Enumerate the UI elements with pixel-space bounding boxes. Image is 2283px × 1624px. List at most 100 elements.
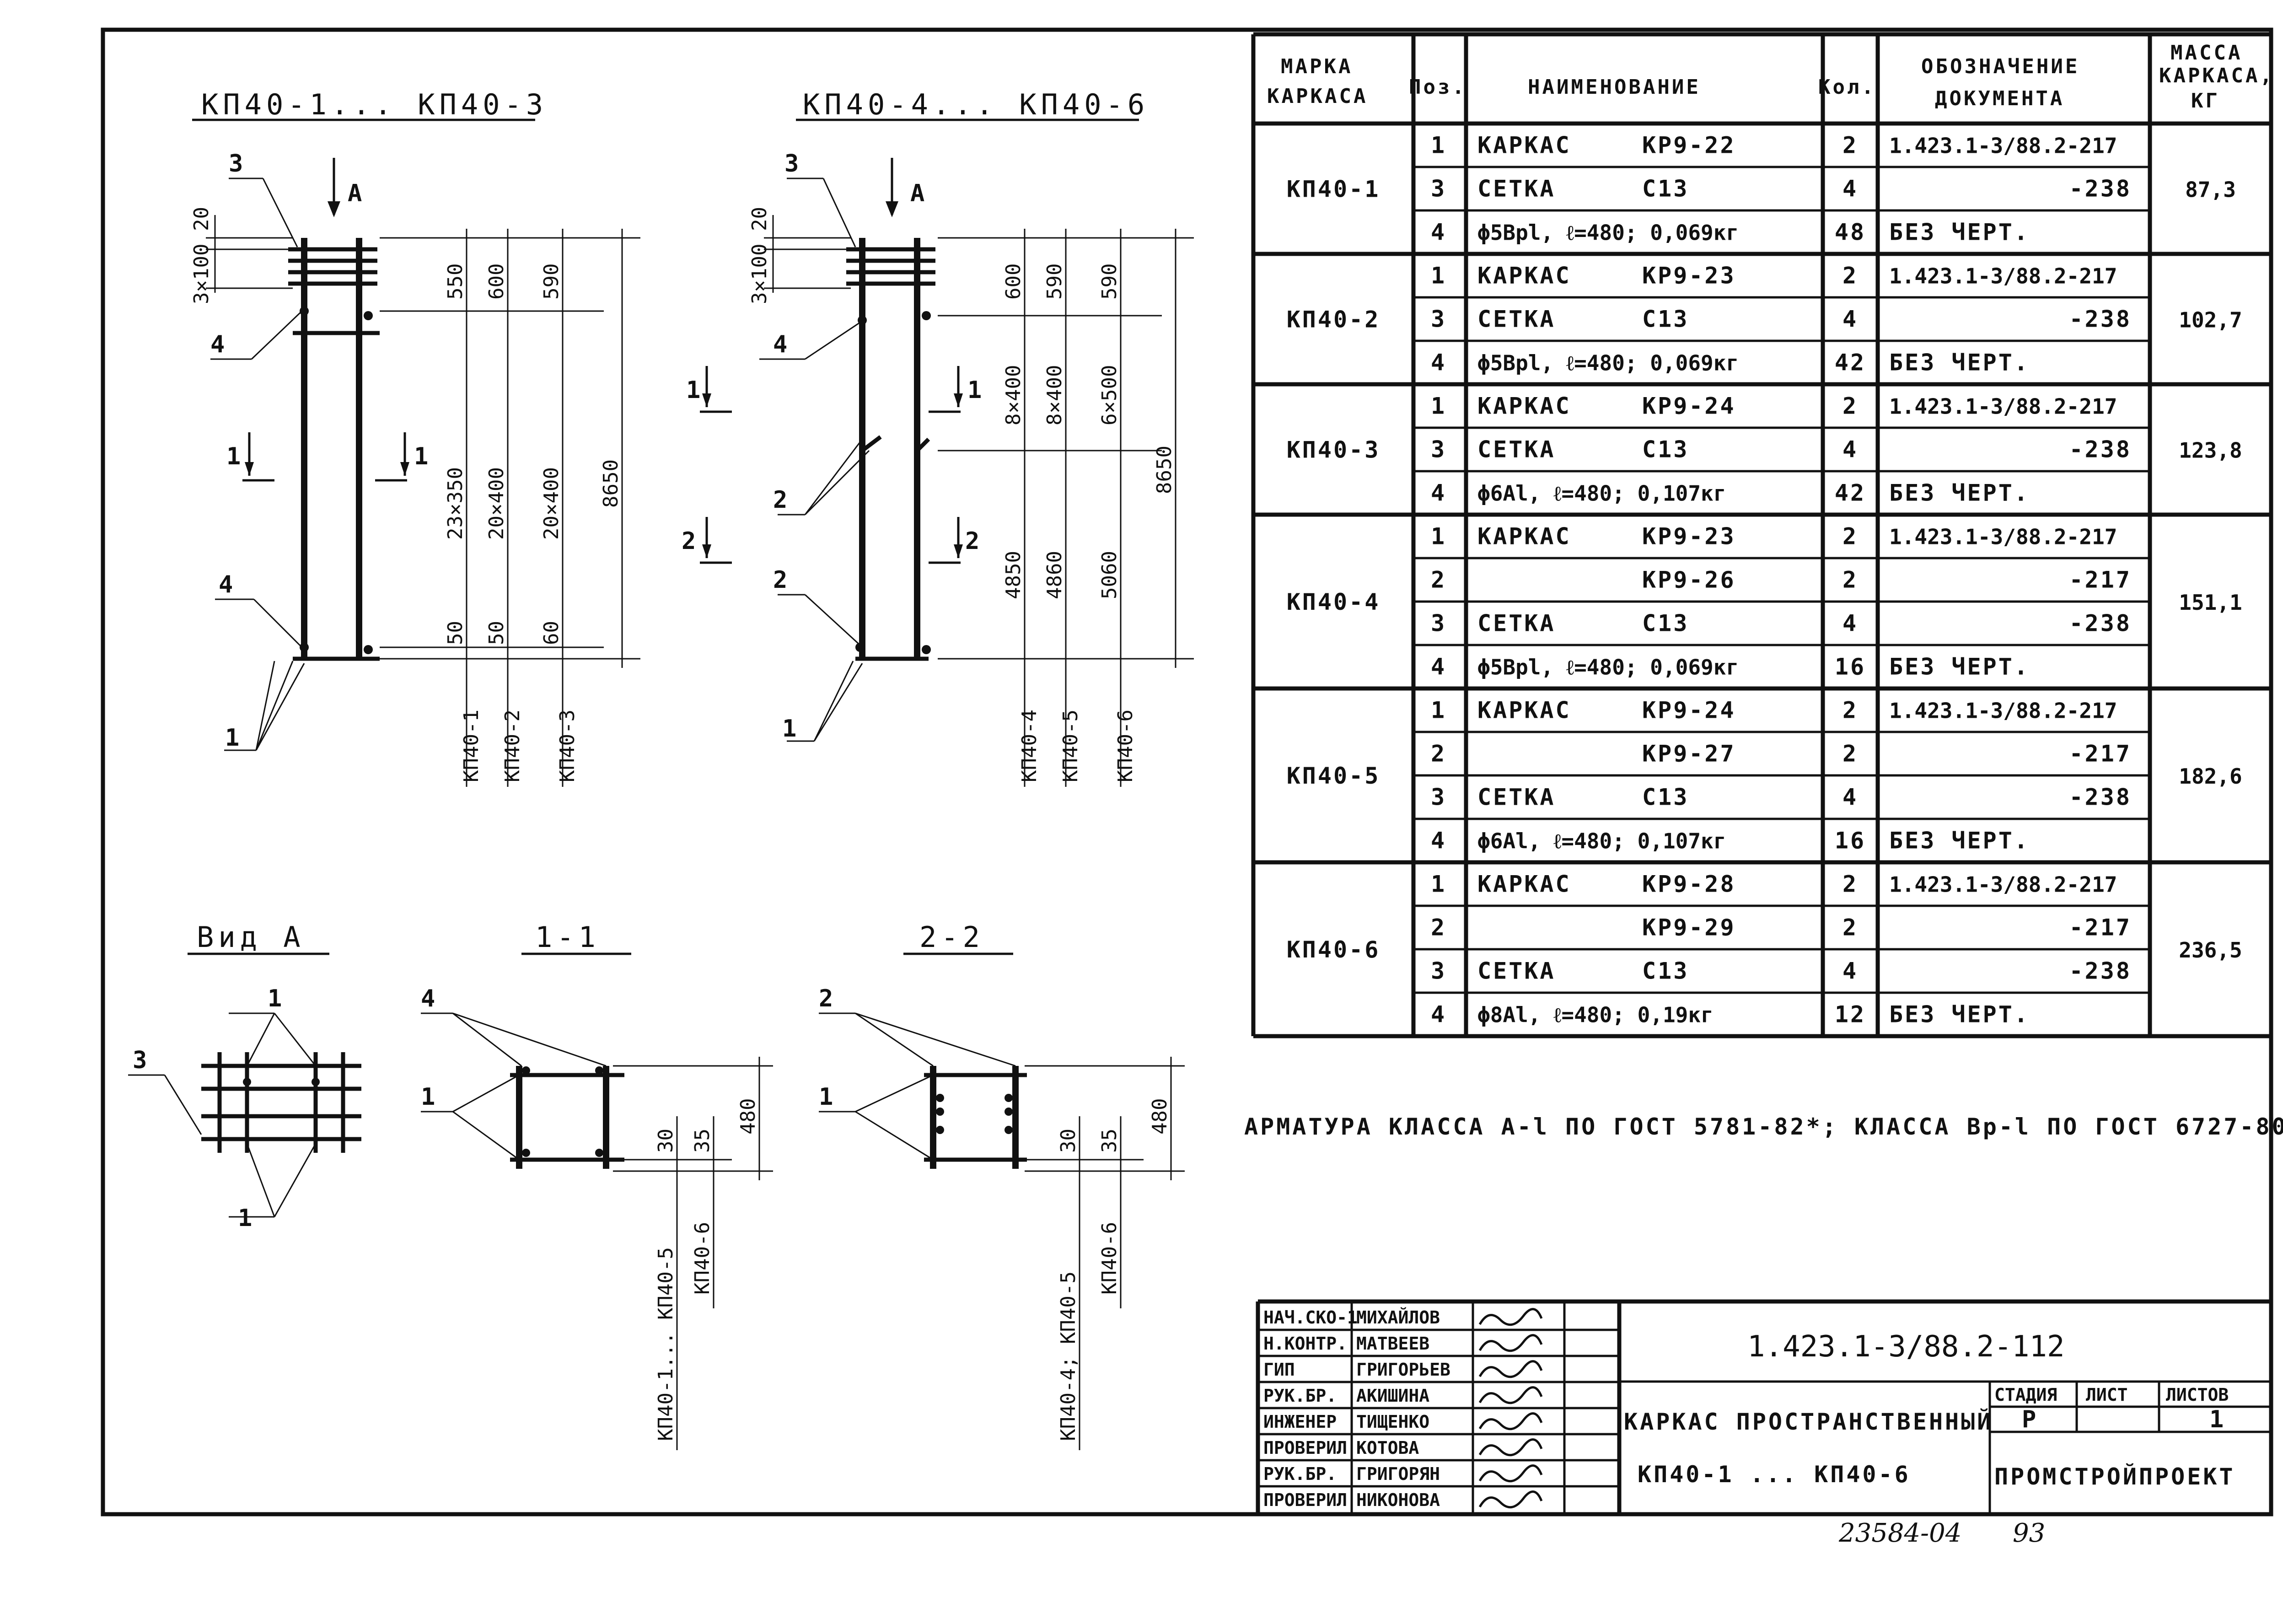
s22-callout-1: 1 [819, 1083, 833, 1111]
row-qty: 42 [1835, 480, 1866, 506]
row-doc: -238 [2069, 306, 2132, 333]
row-pos: 2 [1431, 741, 1446, 767]
row-qty: 2 [1843, 741, 1858, 767]
row-name: КАРКАС [1477, 523, 1571, 550]
signature [1478, 1412, 1543, 1430]
row-name: СЕТКА [1477, 436, 1556, 463]
stamp-role: НАЧ.СКО-1 [1263, 1307, 1358, 1328]
th-mass-2: КАРКАСА, [2159, 64, 2274, 87]
s11-dim-30: 30 [654, 1129, 677, 1153]
row-qty: 4 [1843, 958, 1858, 984]
signature [1478, 1334, 1543, 1352]
section-1-1: 1-1 4 1 30 35 480 КП40-1... КП40-5 КП40-… [421, 920, 773, 1450]
row-doc: -217 [2069, 741, 2132, 767]
th-doc-1: ОБОЗНАЧЕНИЕ [1921, 55, 2079, 78]
s11-mark-b: КП40-6 [691, 1222, 714, 1295]
left-c3-top: 590 [540, 263, 563, 300]
spec-table: МАРКА КАРКАСА Поз. НАИМЕНОВАНИЕ Кол. ОБО… [1251, 32, 2274, 1038]
group-mass: 182,6 [2179, 764, 2242, 789]
row-code: С13 [1642, 436, 1689, 463]
right-c2-top: 590 [1043, 263, 1066, 300]
signature [1478, 1464, 1543, 1483]
th-pos: Поз. [1409, 75, 1466, 99]
row-doc: -217 [2069, 914, 2132, 941]
row-qty: 4 [1843, 610, 1858, 637]
left-c1-mid: 23×350 [444, 467, 467, 540]
group-mark: КП40-3 [1287, 437, 1381, 463]
row-pos: 4 [1431, 219, 1446, 246]
row-doc: БЕЗ ЧЕРТ. [1889, 480, 2030, 506]
stamp-name: МИХАЙЛОВ [1356, 1307, 1440, 1328]
group-mass: 87,3 [2185, 177, 2236, 202]
left-callout-4a: 4 [210, 331, 225, 358]
row-code: С13 [1642, 610, 1689, 637]
right-cut-2b: 2 [965, 527, 979, 555]
row-name: КАРКАС [1477, 393, 1571, 419]
s22-dim-480: 480 [1148, 1098, 1171, 1135]
right-callout-3: 3 [784, 150, 799, 177]
group-mass: 102,7 [2179, 308, 2242, 333]
inventory-number: 23584-04 [1838, 1518, 1961, 1548]
s11-callout-1: 1 [421, 1083, 435, 1111]
row-qty: 16 [1835, 828, 1866, 854]
row-name: СЕТКА [1477, 610, 1556, 637]
row-name: КАРКАС [1477, 697, 1571, 724]
th-mark-2: КАРКАСА [1267, 85, 1368, 108]
section-1-1-title: 1-1 [535, 920, 600, 954]
row-pos: 1 [1431, 263, 1446, 289]
row-pos: 4 [1431, 654, 1446, 680]
right-view: КП40-4... КП40-6 А 20 3×100 3 4 2 [682, 88, 1194, 787]
section-2-2-title: 2-2 [919, 920, 984, 954]
row-pos: 4 [1431, 480, 1446, 506]
row-qty: 4 [1843, 784, 1858, 811]
left-callout-1: 1 [225, 724, 239, 752]
group-mark: КП40-5 [1287, 763, 1381, 789]
row-code: С13 [1642, 784, 1689, 811]
left-mark-3: КП40-3 [556, 710, 579, 782]
row-qty: 4 [1843, 436, 1858, 463]
row-code: КР9-29 [1642, 914, 1736, 941]
stamp-name: НИКОНОВА [1356, 1490, 1440, 1510]
view-a-callout-3: 3 [133, 1047, 147, 1074]
row-doc: БЕЗ ЧЕРТ. [1889, 350, 2030, 376]
row-name: ϕ5Врl, ℓ=480; 0,069кг [1477, 655, 1739, 680]
stamp-role: Н.КОНТР. [1263, 1334, 1347, 1354]
right-callout-4: 4 [773, 331, 787, 358]
row-name: ϕ8Аl, ℓ=480; 0,19кг [1477, 1003, 1714, 1027]
row-name: ϕ6Аl, ℓ=480; 0,107кг [1477, 829, 1726, 854]
row-qty: 2 [1843, 523, 1858, 550]
right-total: 8650 [1153, 446, 1176, 494]
row-name: ϕ5Врl, ℓ=480; 0,069кг [1477, 220, 1739, 245]
th-mass-3: КГ [2191, 89, 2220, 113]
row-doc: БЕЗ ЧЕРТ. [1889, 1001, 2030, 1028]
s22-callout-2: 2 [819, 985, 833, 1012]
stamp-role: РУК.БР. [1263, 1464, 1337, 1484]
row-qty: 2 [1843, 914, 1858, 941]
sheets-label: ЛИСТОВ [2166, 1385, 2229, 1405]
right-c3-top: 590 [1098, 263, 1121, 300]
row-qty: 16 [1835, 654, 1866, 680]
group-mark: КП40-4 [1287, 589, 1381, 615]
left-dim-20: 20 [190, 207, 213, 231]
view-a-title: Вид А [197, 920, 305, 954]
row-doc: 1.423.1-3/88.2-217 [1889, 872, 2117, 897]
group-mark: КП40-6 [1287, 936, 1381, 963]
stamp-role: ГИП [1263, 1360, 1295, 1380]
row-code: КР9-28 [1642, 871, 1736, 898]
row-doc: 1.423.1-3/88.2-217 [1889, 394, 2117, 419]
row-qty: 2 [1843, 697, 1858, 724]
row-pos: 3 [1431, 784, 1446, 811]
row-pos: 3 [1431, 176, 1446, 202]
drawing-title-1: КАРКАС ПРОСТРАНСТВЕННЫЙ [1624, 1408, 1993, 1435]
right-mark-6: КП40-6 [1114, 710, 1137, 782]
row-code: КР9-23 [1642, 263, 1736, 289]
row-pos: 4 [1431, 828, 1446, 854]
right-c1-bot: 4850 [1002, 551, 1025, 599]
right-c3-bot: 5060 [1098, 551, 1121, 599]
th-mass-1: МАССА [2170, 41, 2242, 65]
signature [1478, 1360, 1543, 1378]
row-doc: -238 [2069, 610, 2132, 637]
left-dim-3x100: 3×100 [190, 244, 213, 304]
